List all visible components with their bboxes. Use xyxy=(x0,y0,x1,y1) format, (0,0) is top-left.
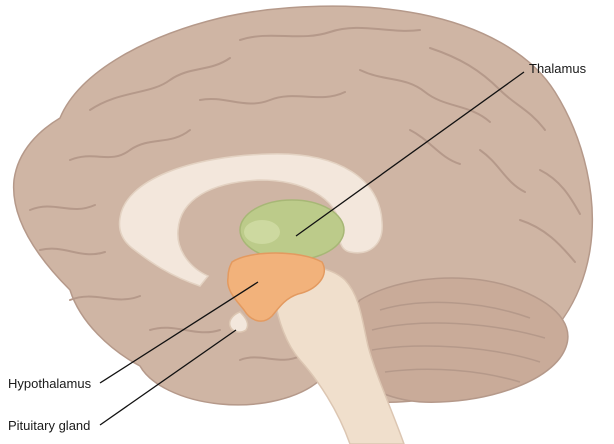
thalamus-leader-line xyxy=(295,71,525,237)
thalamus-highlight xyxy=(244,220,280,244)
pituitary-leader-line xyxy=(99,329,237,426)
leader-lines xyxy=(99,71,525,426)
hypothalamus-leader-line xyxy=(99,281,259,384)
hypothalamus-label: Hypothalamus xyxy=(8,376,92,391)
pituitary-gland xyxy=(228,311,249,333)
hypothalamus xyxy=(227,252,325,322)
thalamus-label: Thalamus xyxy=(529,61,587,76)
cerebellum-folia xyxy=(371,301,546,383)
pituitary-gland-label: Pituitary gland xyxy=(8,418,91,433)
